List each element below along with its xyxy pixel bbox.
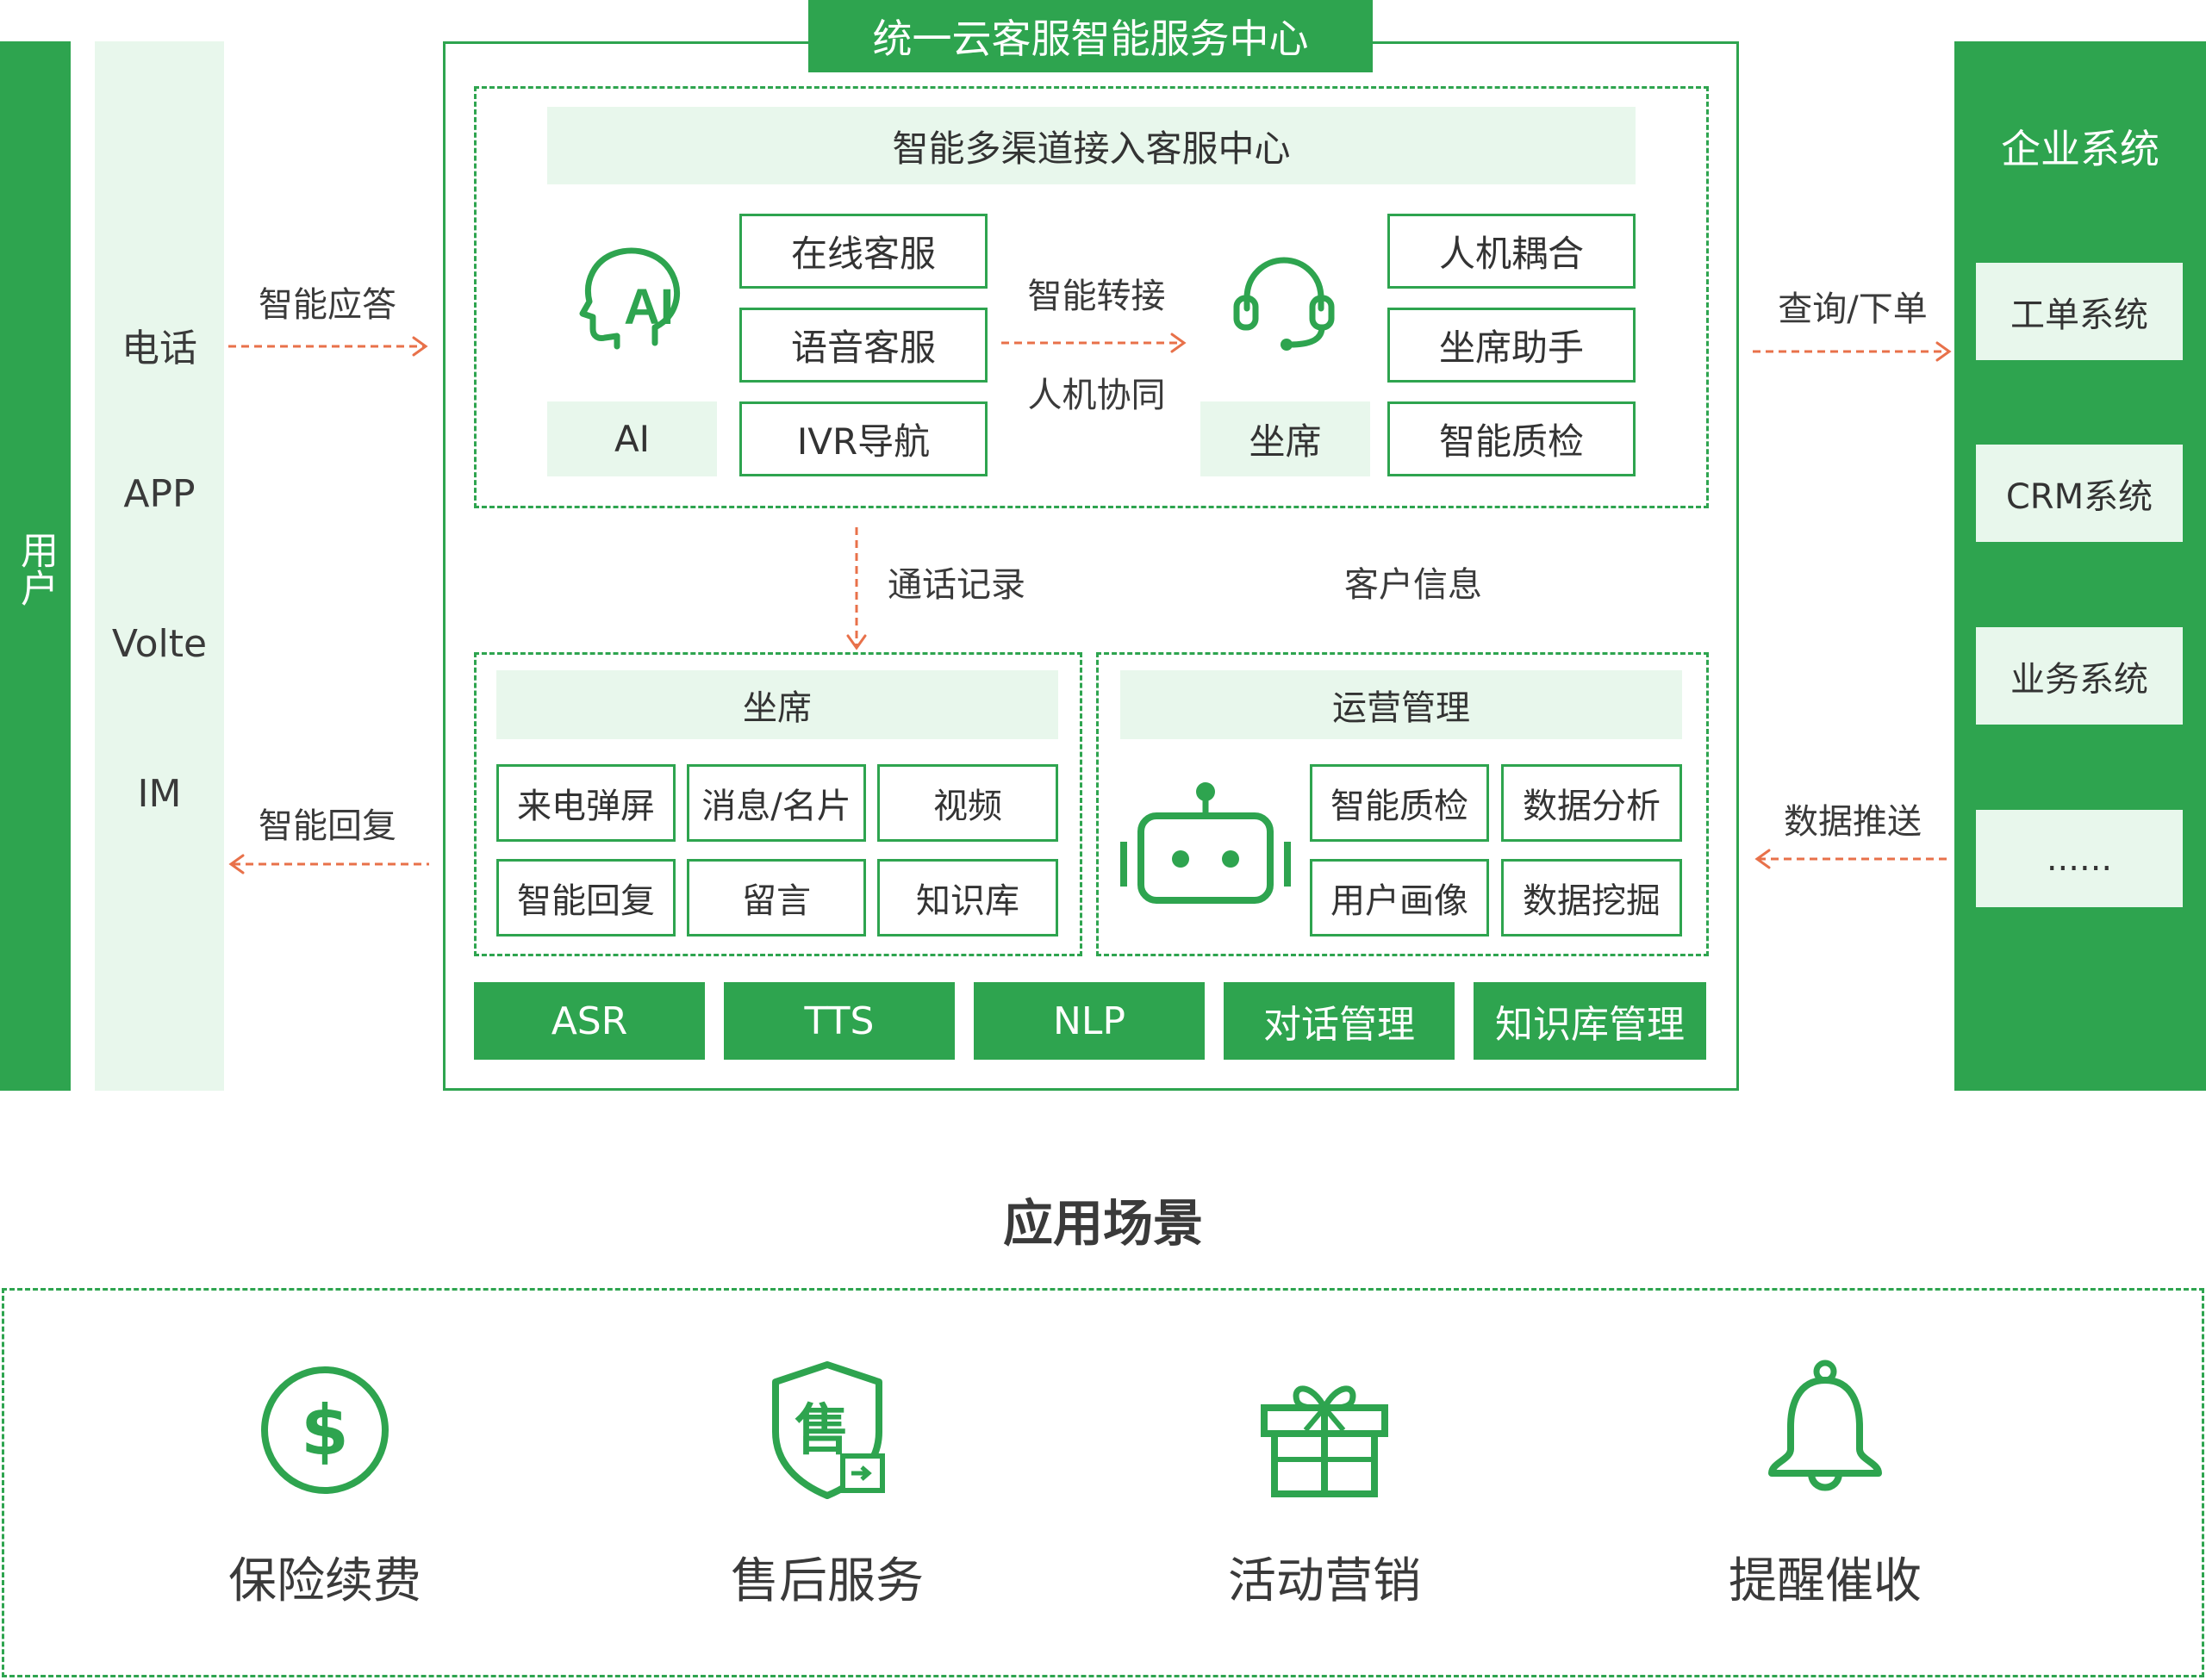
user-bar <box>0 41 71 1091</box>
scenario-insurance-renewal: 保险续费 <box>228 1552 421 1609</box>
channel-volte[interactable]: Volte <box>111 621 208 666</box>
arrow-label-query-order: 查询/下单 <box>1778 289 1928 329</box>
scenario-marketing: 活动营销 <box>1228 1552 1421 1609</box>
scenarios-frame <box>2 1288 2204 1677</box>
dollar-coin-icon: $ <box>261 1366 389 1494</box>
enterprise-item-crm[interactable]: CRM系统 <box>1976 445 2183 542</box>
channel-phone[interactable]: 电话 <box>122 327 197 370</box>
channel-app[interactable]: APP <box>123 471 196 516</box>
multichannel-header: 智能多渠道接入客服中心 <box>547 107 1636 184</box>
multichannel-frame <box>474 86 1709 508</box>
ops-block-frame <box>1096 652 1709 956</box>
ops-block-title: 运营管理 <box>1120 670 1682 739</box>
arrow-label-data-push: 数据推送 <box>1784 802 1922 842</box>
service-voice[interactable]: 语音客服 <box>739 308 988 383</box>
label-smart-transfer: 智能转接 <box>1027 277 1166 316</box>
service-ivr[interactable]: IVR导航 <box>739 401 988 476</box>
enterprise-bar <box>1954 41 2206 1091</box>
service-human-machine[interactable]: 人机耦合 <box>1387 214 1636 289</box>
user-label: 用户 <box>14 531 58 607</box>
tech-dialog-management[interactable]: 对话管理 <box>1224 982 1455 1060</box>
ai-label: AI <box>547 401 717 476</box>
enterprise-item-more[interactable]: ...... <box>1976 810 2183 907</box>
seat-item-video[interactable]: 视频 <box>877 764 1058 842</box>
enterprise-title: 企业系统 <box>2001 126 2159 172</box>
tech-tts[interactable]: TTS <box>724 982 955 1060</box>
label-customer-info: 客户信息 <box>1344 565 1482 605</box>
scenarios-title: 应用场景 <box>1002 1194 1203 1253</box>
shield-sale-icon: 售 <box>772 1361 885 1499</box>
gift-icon <box>1261 1385 1388 1497</box>
seat-item-message-card[interactable]: 消息/名片 <box>687 764 866 842</box>
seat-item-knowledge[interactable]: 知识库 <box>877 859 1058 936</box>
label-call-record: 通话记录 <box>888 565 1025 605</box>
service-seat-assistant[interactable]: 坐席助手 <box>1387 308 1636 383</box>
tech-knowledge-management[interactable]: 知识库管理 <box>1474 982 1706 1060</box>
channel-im[interactable]: IM <box>137 771 182 816</box>
ops-item-data-analysis[interactable]: 数据分析 <box>1501 764 1682 842</box>
scenario-after-sales: 售后服务 <box>731 1552 924 1609</box>
label-human-machine: 人机协同 <box>1027 376 1166 415</box>
svg-text:AI: AI <box>624 279 674 335</box>
scenario-collection-reminder: 提醒催收 <box>1729 1552 1922 1609</box>
ops-item-quality-check[interactable]: 智能质检 <box>1310 764 1489 842</box>
robot-icon <box>1120 782 1291 904</box>
arrow-label-smart-reply: 智能回复 <box>259 806 396 846</box>
ops-item-user-profile[interactable]: 用户画像 <box>1310 859 1489 936</box>
seat-item-screen-pop[interactable]: 来电弹屏 <box>496 764 676 842</box>
seat-item-message[interactable]: 留言 <box>687 859 866 936</box>
enterprise-item-business[interactable]: 业务系统 <box>1976 627 2183 725</box>
ops-item-data-mining[interactable]: 数据挖掘 <box>1501 859 1682 936</box>
channel-panel <box>95 41 224 1091</box>
tech-nlp[interactable]: NLP <box>974 982 1205 1060</box>
enterprise-item-ticket[interactable]: 工单系统 <box>1976 263 2183 360</box>
seat-item-smart-reply[interactable]: 智能回复 <box>496 859 676 936</box>
tech-asr[interactable]: ASR <box>474 982 705 1060</box>
service-center-title: 统一云客服智能服务中心 <box>808 0 1373 72</box>
arrow-label-smart-answer: 智能应答 <box>259 285 396 325</box>
ai-head-icon: AI <box>579 247 680 350</box>
service-online[interactable]: 在线客服 <box>739 214 988 289</box>
seat-label: 坐席 <box>1200 401 1370 476</box>
service-quality-check[interactable]: 智能质检 <box>1387 401 1636 476</box>
headset-icon <box>1233 257 1335 351</box>
seat-block-title: 坐席 <box>496 670 1058 739</box>
svg-text:$: $ <box>301 1391 349 1471</box>
svg-text:售: 售 <box>795 1399 850 1463</box>
seat-block-frame <box>474 652 1082 956</box>
bell-icon <box>1768 1360 1882 1491</box>
